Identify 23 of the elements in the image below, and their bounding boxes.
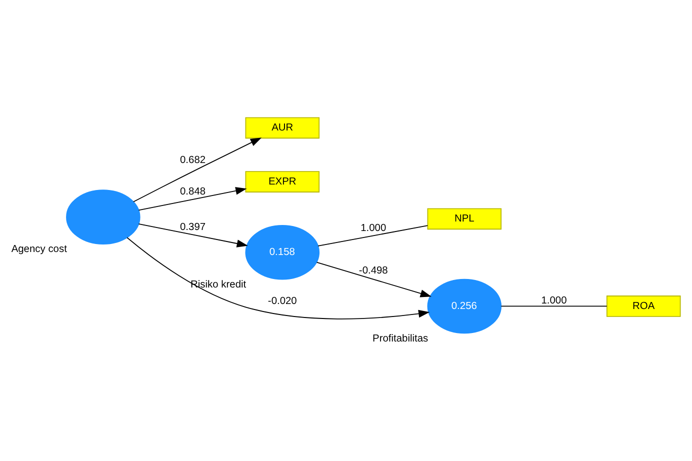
edge-label: 1.000 [360, 222, 386, 234]
edge-label: 0.848 [180, 186, 206, 198]
node-ellipse: 0.158 [245, 224, 320, 280]
node-label: Agency cost [11, 244, 67, 255]
arrow [133, 137, 262, 202]
node-ellipse: 0.256 [427, 278, 502, 334]
arrow [316, 261, 432, 297]
edge-label: 0.682 [180, 154, 206, 166]
edge-label: 0.397 [180, 221, 206, 232]
node-box: NPL [427, 208, 502, 230]
arrow [138, 186, 247, 210]
edge-label: -0.020 [268, 296, 297, 307]
arrow [138, 223, 248, 247]
node-circle [66, 189, 140, 244]
edge-label: -0.498 [358, 265, 388, 276]
node-box: EXPR [245, 170, 320, 192]
connector [318, 224, 428, 246]
edge-label: 1.000 [541, 294, 567, 306]
node-box: ROA [606, 295, 681, 316]
node-box: AUR [245, 116, 320, 138]
arrow [126, 236, 430, 319]
connector [500, 305, 608, 306]
node-label: Profitabilitas [372, 332, 428, 344]
